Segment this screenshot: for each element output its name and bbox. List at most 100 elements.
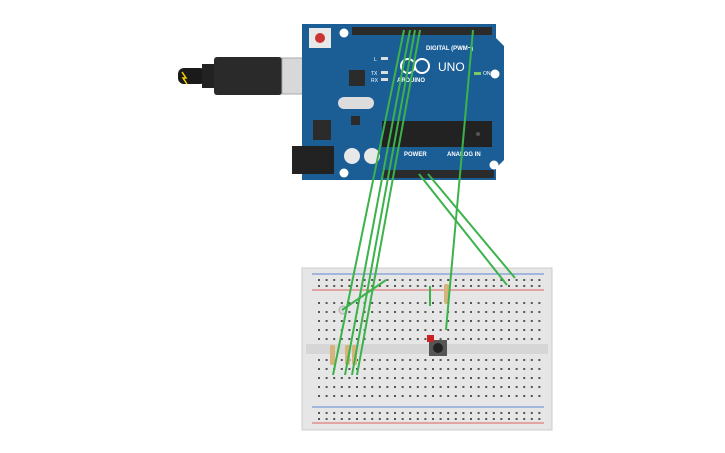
breadboard-hole[interactable] bbox=[325, 311, 328, 313]
breadboard-hole[interactable] bbox=[485, 377, 488, 379]
breadboard-hole[interactable] bbox=[462, 285, 465, 287]
breadboard-hole[interactable] bbox=[318, 302, 320, 304]
breadboard-hole[interactable] bbox=[530, 368, 533, 370]
breadboard-hole[interactable] bbox=[340, 386, 343, 388]
breadboard-hole[interactable] bbox=[492, 285, 495, 287]
breadboard-hole[interactable] bbox=[515, 412, 518, 414]
breadboard-hole[interactable] bbox=[462, 302, 465, 304]
breadboard-hole[interactable] bbox=[424, 338, 427, 340]
breadboard-hole[interactable] bbox=[424, 279, 427, 281]
breadboard-hole[interactable] bbox=[325, 368, 328, 370]
breadboard-hole[interactable] bbox=[356, 302, 358, 304]
breadboard-hole[interactable] bbox=[371, 359, 374, 361]
breadboard-hole[interactable] bbox=[356, 285, 358, 287]
breadboard-hole[interactable] bbox=[462, 418, 465, 420]
breadboard-hole[interactable] bbox=[508, 338, 510, 340]
breadboard-hole[interactable] bbox=[432, 395, 434, 397]
breadboard-hole[interactable] bbox=[363, 338, 366, 340]
breadboard-hole[interactable] bbox=[325, 279, 328, 281]
breadboard-hole[interactable] bbox=[515, 320, 518, 322]
breadboard-hole[interactable] bbox=[515, 368, 518, 370]
wire[interactable] bbox=[356, 29, 421, 376]
breadboard-hole[interactable] bbox=[378, 320, 381, 322]
breadboard-hole[interactable] bbox=[340, 412, 343, 414]
breadboard-hole[interactable] bbox=[432, 418, 434, 420]
breadboard-hole[interactable] bbox=[340, 395, 343, 397]
breadboard-hole[interactable] bbox=[462, 329, 465, 331]
breadboard-hole[interactable] bbox=[371, 418, 374, 420]
breadboard-hole[interactable] bbox=[447, 320, 450, 322]
breadboard-hole[interactable] bbox=[363, 285, 366, 287]
breadboard-hole[interactable] bbox=[432, 279, 434, 281]
breadboard-hole[interactable] bbox=[416, 368, 419, 370]
breadboard-hole[interactable] bbox=[515, 359, 518, 361]
breadboard-hole[interactable] bbox=[333, 377, 336, 379]
breadboard-hole[interactable] bbox=[416, 418, 419, 420]
breadboard-hole[interactable] bbox=[454, 386, 457, 388]
breadboard-hole[interactable] bbox=[378, 311, 381, 313]
breadboard-hole[interactable] bbox=[508, 320, 510, 322]
breadboard-hole[interactable] bbox=[424, 320, 427, 322]
breadboard-hole[interactable] bbox=[530, 377, 533, 379]
resistor-2[interactable] bbox=[330, 345, 335, 365]
breadboard-hole[interactable] bbox=[409, 302, 412, 304]
breadboard-hole[interactable] bbox=[325, 320, 328, 322]
breadboard-hole[interactable] bbox=[470, 320, 472, 322]
breadboard-hole[interactable] bbox=[340, 285, 343, 287]
breadboard-hole[interactable] bbox=[508, 368, 510, 370]
breadboard-hole[interactable] bbox=[515, 386, 518, 388]
breadboard-hole[interactable] bbox=[340, 377, 343, 379]
breadboard-hole[interactable] bbox=[424, 412, 427, 414]
breadboard-hole[interactable] bbox=[340, 368, 343, 370]
breadboard-hole[interactable] bbox=[492, 311, 495, 313]
breadboard-hole[interactable] bbox=[409, 386, 412, 388]
breadboard-hole[interactable] bbox=[492, 338, 495, 340]
breadboard-hole[interactable] bbox=[409, 329, 412, 331]
breadboard-hole[interactable] bbox=[470, 329, 472, 331]
breadboard-hole[interactable] bbox=[530, 418, 533, 420]
breadboard-hole[interactable] bbox=[477, 412, 480, 414]
breadboard-hole[interactable] bbox=[477, 418, 480, 420]
breadboard-hole[interactable] bbox=[416, 359, 419, 361]
breadboard-hole[interactable] bbox=[318, 320, 320, 322]
breadboard-hole[interactable] bbox=[515, 311, 518, 313]
breadboard-hole[interactable] bbox=[462, 359, 465, 361]
breadboard-hole[interactable] bbox=[530, 395, 533, 397]
breadboard-hole[interactable] bbox=[325, 418, 328, 420]
breadboard-hole[interactable] bbox=[348, 311, 351, 313]
breadboard-hole[interactable] bbox=[462, 311, 465, 313]
breadboard-hole[interactable] bbox=[401, 311, 404, 313]
breadboard-hole[interactable] bbox=[485, 285, 488, 287]
breadboard-hole[interactable] bbox=[416, 302, 419, 304]
breadboard-hole[interactable] bbox=[462, 395, 465, 397]
breadboard-hole[interactable] bbox=[500, 412, 503, 414]
breadboard-hole[interactable] bbox=[424, 395, 427, 397]
breadboard-hole[interactable] bbox=[462, 368, 465, 370]
breadboard-hole[interactable] bbox=[523, 418, 526, 420]
breadboard-hole[interactable] bbox=[340, 418, 343, 420]
breadboard-hole[interactable] bbox=[477, 359, 480, 361]
breadboard-hole[interactable] bbox=[439, 320, 442, 322]
breadboard-hole[interactable] bbox=[492, 359, 495, 361]
breadboard-hole[interactable] bbox=[371, 338, 374, 340]
breadboard-hole[interactable] bbox=[394, 395, 396, 397]
breadboard-hole[interactable] bbox=[538, 377, 541, 379]
breadboard-hole[interactable] bbox=[409, 377, 412, 379]
breadboard-hole[interactable] bbox=[454, 285, 457, 287]
breadboard-hole[interactable] bbox=[348, 338, 351, 340]
breadboard-hole[interactable] bbox=[523, 359, 526, 361]
breadboard-hole[interactable] bbox=[477, 395, 480, 397]
breadboard-hole[interactable] bbox=[378, 285, 381, 287]
breadboard-hole[interactable] bbox=[508, 279, 510, 281]
breadboard-hole[interactable] bbox=[424, 386, 427, 388]
breadboard-hole[interactable] bbox=[492, 329, 495, 331]
breadboard-hole[interactable] bbox=[500, 368, 503, 370]
breadboard-hole[interactable] bbox=[508, 386, 510, 388]
breadboard-hole[interactable] bbox=[318, 311, 320, 313]
breadboard-hole[interactable] bbox=[500, 359, 503, 361]
breadboard-hole[interactable] bbox=[416, 412, 419, 414]
breadboard-hole[interactable] bbox=[485, 395, 488, 397]
breadboard-hole[interactable] bbox=[477, 329, 480, 331]
breadboard-hole[interactable] bbox=[477, 311, 480, 313]
